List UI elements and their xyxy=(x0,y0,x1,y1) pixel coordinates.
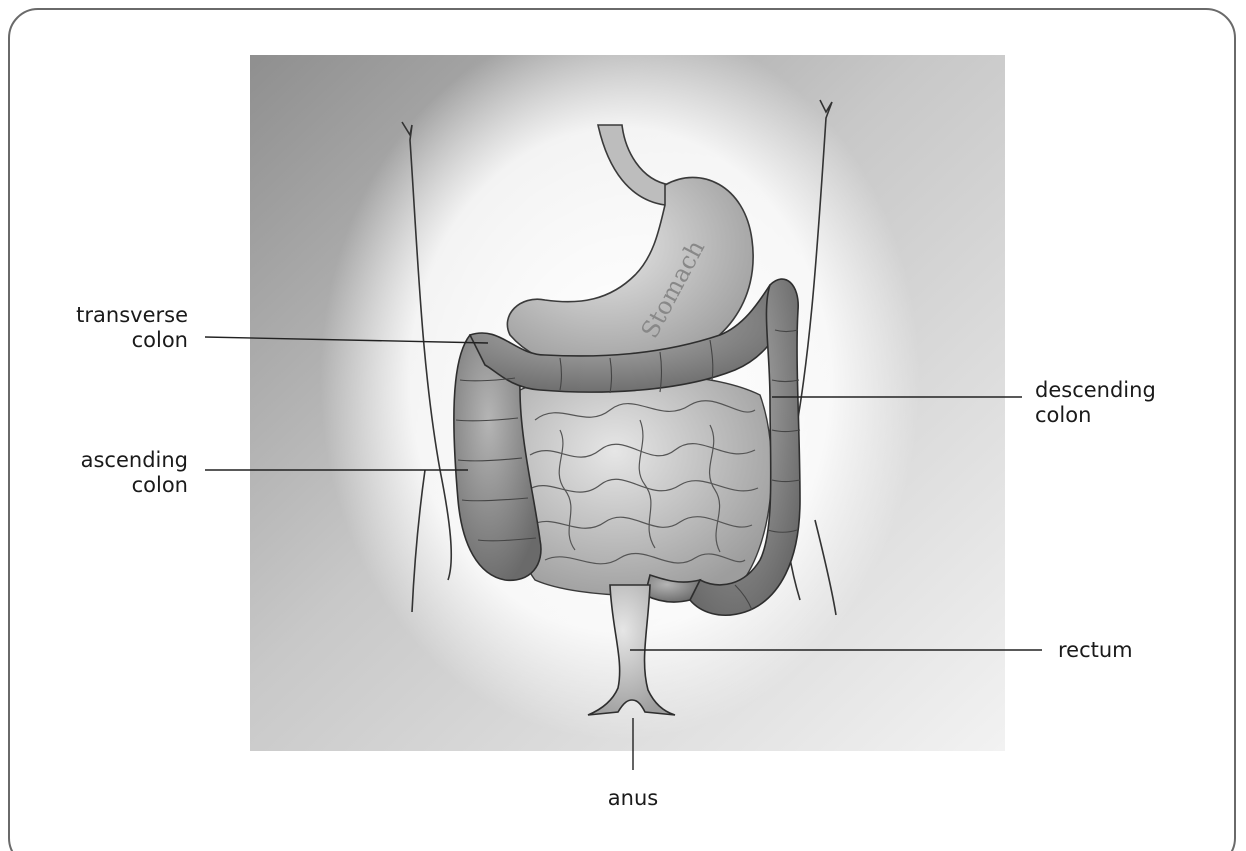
label-ascending-colon: ascending colon xyxy=(30,448,188,498)
label-anus: anus xyxy=(583,786,683,811)
small-intestine xyxy=(510,374,772,596)
label-descending-colon: descending colon xyxy=(1035,378,1225,428)
label-rectum: rectum xyxy=(1058,638,1198,663)
label-transverse-colon: transverse colon xyxy=(30,303,188,353)
